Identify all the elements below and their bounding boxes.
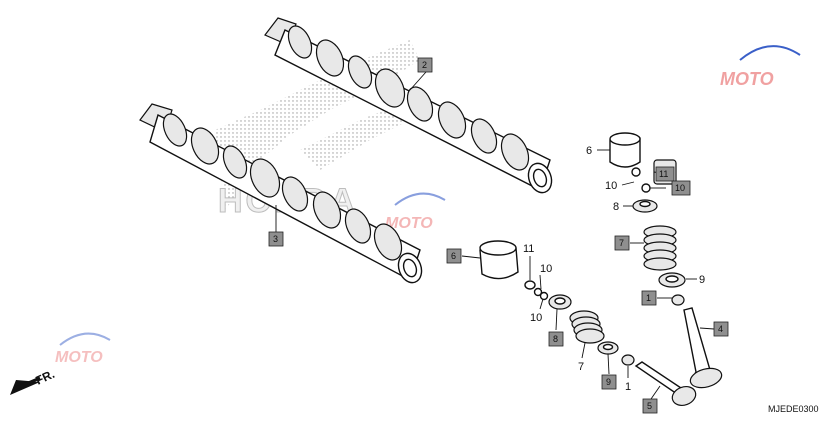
boxed-callout-4: 4 <box>713 321 729 337</box>
svg-text:3: 3 <box>273 234 278 244</box>
spring-center <box>569 310 605 344</box>
callout-8-upper: 8 <box>613 201 619 213</box>
callout-6-upper: 6 <box>586 145 592 157</box>
watermark-top-right: MOTO <box>720 45 801 89</box>
svg-text:8: 8 <box>553 334 558 344</box>
svg-text:FR.: FR. <box>33 367 56 388</box>
leader-lines <box>275 71 715 400</box>
callout-7-center: 7 <box>578 361 584 373</box>
callout-11-center: 11 <box>523 243 534 255</box>
boxed-callout-8: 8 <box>548 331 564 347</box>
svg-text:6: 6 <box>451 251 456 261</box>
front-direction-arrow: FR. <box>10 367 57 395</box>
boxed-callout-9: 9 <box>601 374 617 390</box>
lower-camshaft <box>139 103 423 284</box>
spring-upper <box>643 225 677 271</box>
svg-text:2: 2 <box>422 60 427 70</box>
callout-9-upper: 9 <box>699 274 705 286</box>
svg-text:MOTO: MOTO <box>720 69 774 89</box>
svg-text:4: 4 <box>718 324 723 334</box>
svg-text:9: 9 <box>606 377 611 387</box>
boxed-callout-2: 2 <box>417 57 433 73</box>
svg-text:1: 1 <box>646 293 651 303</box>
boxed-callout-10: 10 <box>671 180 691 196</box>
boxed-callout-7: 7 <box>614 235 630 251</box>
boxed-callout-1: 1 <box>641 290 657 306</box>
svg-text:MOTO: MOTO <box>385 215 433 232</box>
callout-10-center-lower: 10 <box>530 312 542 324</box>
svg-text:7: 7 <box>619 238 624 248</box>
callout-10-upper: 10 <box>605 180 617 192</box>
callout-10-center-upper: 10 <box>540 263 552 275</box>
boxed-callout-11: 11 <box>655 166 675 182</box>
callout-1-center: 1 <box>625 381 631 393</box>
svg-text:5: 5 <box>647 401 652 411</box>
upper-camshaft <box>264 17 553 194</box>
watermark-center: MOTO <box>385 192 446 232</box>
svg-text:MOTO: MOTO <box>55 349 103 366</box>
center-valve-assembly <box>479 240 697 407</box>
svg-text:11: 11 <box>659 169 668 179</box>
watermark-left: MOTO <box>55 332 111 366</box>
boxed-callout-5: 5 <box>642 398 658 414</box>
diagram-code: MJEDE0300 <box>768 404 819 414</box>
boxed-callout-6: 6 <box>446 248 462 264</box>
svg-text:10: 10 <box>675 183 685 193</box>
boxed-callout-3: 3 <box>268 231 284 247</box>
